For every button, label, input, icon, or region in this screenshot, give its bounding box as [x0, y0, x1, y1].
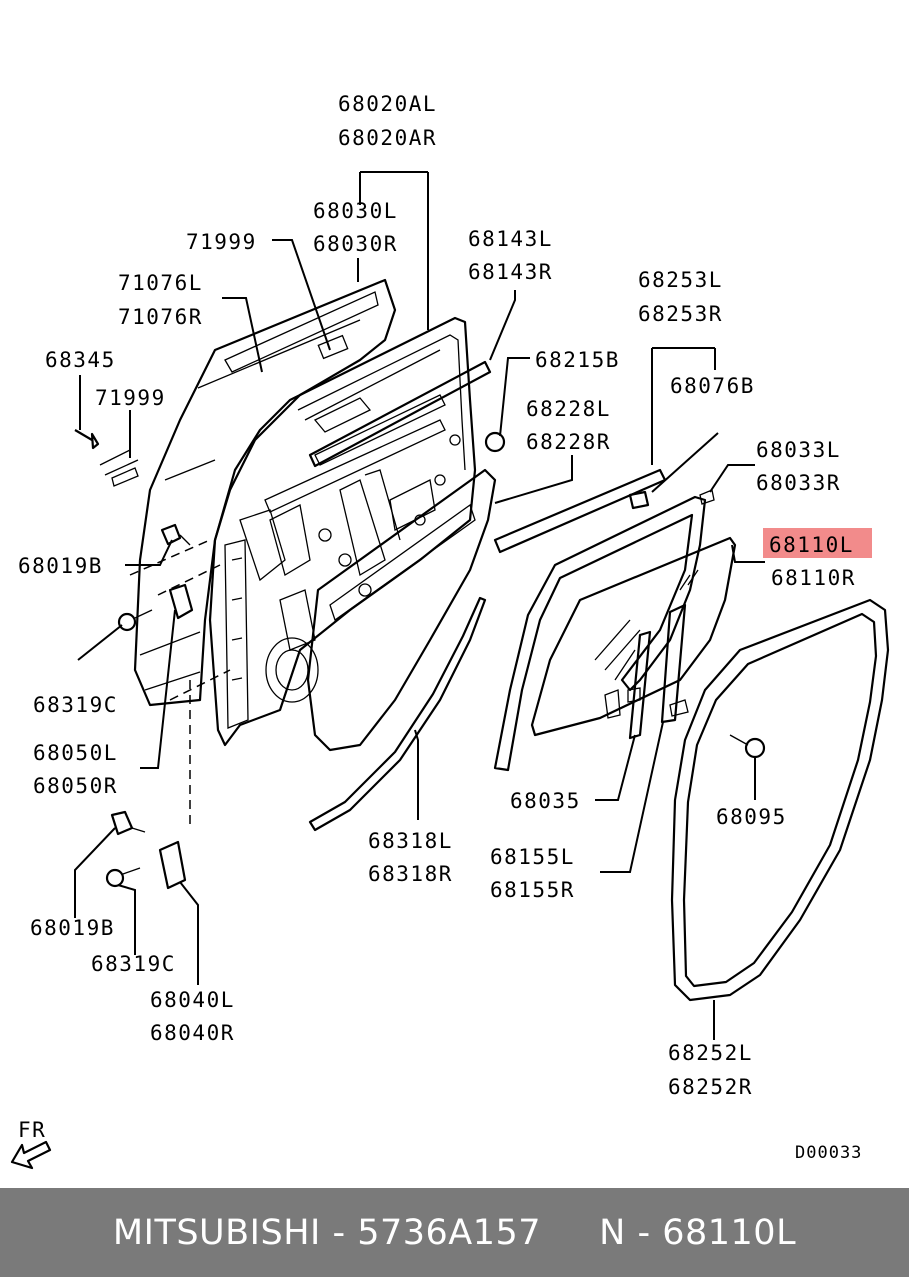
label-68143r: 68143R — [468, 260, 553, 284]
label-68318l: 68318L — [368, 829, 453, 853]
label-68319c-upper: 68319C — [33, 693, 118, 717]
label-68319c-lower: 68319C — [91, 952, 176, 976]
part-labels: 68020AL 68020AR 68030L 68030R 71999 7107… — [18, 92, 862, 1163]
label-68020al: 68020AL — [338, 92, 437, 116]
label-68228r: 68228R — [526, 430, 611, 454]
leader-lines — [74, 171, 765, 1040]
dashed-guides — [129, 539, 231, 825]
clips-and-bolts — [74, 429, 766, 890]
outer-door-panel — [133, 278, 397, 707]
label-71999-lower: 71999 — [95, 386, 166, 410]
label-68253r: 68253R — [638, 302, 723, 326]
label-68076b: 68076B — [670, 374, 755, 398]
label-68035: 68035 — [510, 789, 581, 813]
label-68110l: 68110L — [769, 533, 854, 557]
diagram-code: D00033 — [795, 1143, 862, 1163]
label-68345: 68345 — [45, 348, 116, 372]
door-frame — [208, 316, 477, 747]
label-68020ar: 68020AR — [338, 126, 437, 150]
label-68030r: 68030R — [313, 232, 398, 256]
footer-part-info: MITSUBISHI - 5736A157 N - 68110L — [112, 1212, 797, 1253]
label-68143l: 68143L — [468, 227, 553, 251]
label-68095: 68095 — [716, 805, 787, 829]
door-glass — [530, 536, 737, 737]
label-68019b-upper: 68019B — [18, 554, 103, 578]
label-68033r: 68033R — [756, 471, 841, 495]
label-68228l: 68228L — [526, 397, 611, 421]
glass-run-channel — [493, 495, 707, 772]
outer-weatherstrip — [308, 596, 487, 832]
label-68155r: 68155R — [490, 878, 575, 902]
footer-bar: MITSUBISHI - 5736A157 N - 68110L — [0, 1188, 909, 1277]
label-68110r: 68110R — [771, 566, 856, 590]
door-opening-weatherstrip — [670, 598, 890, 1002]
parts-diagram: 68020AL 68020AR 68030L 68030R 71999 7107… — [10, 92, 890, 1170]
label-68318r: 68318R — [368, 862, 453, 886]
label-68252r: 68252R — [668, 1075, 753, 1099]
label-68215b: 68215B — [535, 348, 620, 372]
label-68040r: 68040R — [150, 1021, 235, 1045]
part-number-highlight — [763, 528, 872, 558]
door-sealing-film — [306, 468, 497, 752]
label-68050r: 68050R — [33, 774, 118, 798]
label-71076r: 71076R — [118, 305, 203, 329]
label-71999-upper: 71999 — [186, 230, 257, 254]
label-71076l: 71076L — [118, 271, 203, 295]
label-68253l: 68253L — [638, 268, 723, 292]
glass-channel — [604, 603, 689, 740]
front-direction-arrow — [10, 1140, 52, 1170]
label-68019b-lower: 68019B — [30, 916, 115, 940]
label-68155l: 68155L — [490, 845, 575, 869]
label-fr: FR — [18, 1118, 46, 1142]
label-68033l: 68033L — [756, 438, 841, 462]
inner-belt-weatherstrip — [308, 360, 492, 468]
label-68050l: 68050L — [33, 741, 118, 765]
label-68030l: 68030L — [313, 199, 398, 223]
label-68252l: 68252L — [668, 1041, 753, 1065]
label-68040l: 68040L — [150, 988, 235, 1012]
